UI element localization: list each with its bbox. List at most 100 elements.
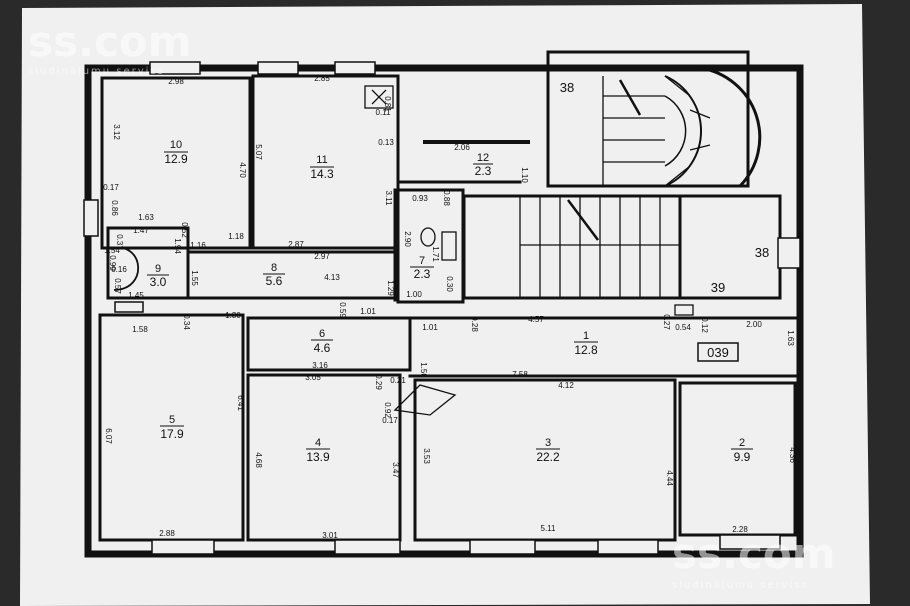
dimension-label: 4.13 <box>324 273 340 282</box>
dimension-label: 0.21 <box>390 376 406 385</box>
room-number: 10 <box>170 139 182 151</box>
room-number: 11 <box>316 154 327 166</box>
dimension-label: 4.36 <box>788 447 797 463</box>
room-area: 2.3 <box>475 164 492 178</box>
room-labels: 10 12.9 11 14.3 12 2.3 9 3.0 8 5.6 7 2.3 <box>147 139 753 464</box>
dimension-label: 6.41 <box>236 395 245 411</box>
dimension-label: 3.47 <box>391 462 400 478</box>
room-7-label: 7 2.3 <box>410 255 434 281</box>
dimension-label: 5.07 <box>254 144 263 160</box>
room-area: 4.6 <box>314 341 331 355</box>
dimension-label: 3.01 <box>322 531 338 540</box>
dimension-label: 3.16 <box>312 361 328 370</box>
room-area: 3.0 <box>150 275 167 289</box>
dimension-label: 7.58 <box>512 370 528 379</box>
dimension-label: 1.01 <box>422 323 438 332</box>
dimension-label: 2.85 <box>314 74 330 83</box>
walls <box>84 50 804 558</box>
dimension-label: 0.59 <box>338 302 347 318</box>
main-stairs <box>519 196 680 298</box>
dimension-label: 0.12 <box>700 317 709 333</box>
dimension-label: 1.50 <box>419 362 428 378</box>
dimension-label: 0.92 <box>383 402 392 418</box>
dimension-label: 2.00 <box>746 320 762 329</box>
dimension-label: 2.98 <box>168 77 184 86</box>
room-number: 8 <box>271 262 277 274</box>
dimension-label: 0.11 <box>376 108 392 117</box>
dimension-label: 3.11 <box>384 191 393 207</box>
watermark-tagline: sludinājumu serviss <box>672 580 809 591</box>
dimension-label: 0.17 <box>103 183 119 192</box>
dimension-label: 0.13 <box>378 138 394 147</box>
room-area: 17.9 <box>160 427 184 441</box>
dimension-label: 1.71 <box>431 246 440 262</box>
dimension-label: 1.45 <box>128 291 144 300</box>
dimension-label: 1.16 <box>190 241 206 250</box>
room-number: 2 <box>739 437 745 449</box>
room-1-label: 1 12.8 <box>574 330 598 357</box>
room-area: 12.8 <box>574 343 598 357</box>
room-area: 14.3 <box>310 167 334 181</box>
dimension-label: 1.01 <box>360 307 376 316</box>
dimension-label: 4.57 <box>528 315 544 324</box>
watermark-top: ss.com sludinājumu serviss <box>28 17 191 77</box>
room-area: 5.6 <box>266 274 283 288</box>
dimension-label: 2.87 <box>288 240 304 249</box>
watermark-bottom: ss.com sludinājumu serviss <box>672 529 835 591</box>
dimension-label: 0.88 <box>442 190 451 206</box>
dimension-label: 1.18 <box>228 232 244 241</box>
dimension-label: 0.93 <box>412 194 428 203</box>
room-number: 6 <box>319 328 325 340</box>
dimension-label: 1.29 <box>386 280 395 296</box>
watermark-brand: ss.com <box>672 529 835 578</box>
dimension-label: 4.68 <box>254 452 263 468</box>
room-number: 7 <box>419 255 425 267</box>
dimension-label: 0.30 <box>445 276 454 292</box>
room-11-label: 11 14.3 <box>310 154 334 181</box>
room-area: 12.9 <box>164 152 188 166</box>
dimension-label: 0.54 <box>675 323 691 332</box>
dimension-label: 0.29 <box>374 374 383 390</box>
dimension-label: 0.37 <box>115 234 124 250</box>
dimension-label: 0.57 <box>113 278 122 294</box>
room-number: 12 <box>477 152 489 164</box>
dimension-label: 3.05 <box>305 373 321 382</box>
dimension-label: 0.28 <box>470 316 479 332</box>
dimension-label: 0.27 <box>662 314 671 330</box>
dimension-label: 6.07 <box>104 428 113 444</box>
fixtures <box>111 85 694 416</box>
room-9-label: 9 3.0 <box>147 263 169 289</box>
room-12-label: 12 2.3 <box>473 152 493 178</box>
dimension-label: 1.10 <box>520 167 529 183</box>
room-2-label: 2 9.9 <box>731 437 753 464</box>
room-number: 9 <box>155 263 161 275</box>
room-6-label: 6 4.6 <box>311 328 333 355</box>
dimension-label: 0.34 <box>182 314 191 330</box>
upper-stairs <box>602 66 762 188</box>
dimension-label: 0.16 <box>111 265 127 274</box>
room-number: 5 <box>169 414 175 426</box>
dimension-label: 0.81 <box>383 96 392 112</box>
dimension-label: 1.63 <box>138 213 154 222</box>
dimension-label: 1.30 <box>225 311 241 320</box>
dimension-label: 1.58 <box>132 325 148 334</box>
room-5-label: 5 17.9 <box>160 414 184 441</box>
room-area: 22.2 <box>536 450 560 464</box>
dimension-label: 5.11 <box>541 524 557 533</box>
dimension-label: 4.44 <box>665 470 674 486</box>
dimension-label: 4.12 <box>558 381 574 390</box>
room-area: 2.3 <box>414 267 431 281</box>
dimension-label: 3.12 <box>112 124 121 140</box>
room-3-label: 3 22.2 <box>536 437 560 464</box>
stair-label-lower: 39 <box>711 280 725 295</box>
dimension-label: 0.86 <box>110 200 119 216</box>
dimension-label: 2.97 <box>314 252 330 261</box>
room-number: 4 <box>315 437 321 449</box>
dimension-label: 1.63 <box>786 330 795 346</box>
dimension-label: 1.00 <box>406 290 422 299</box>
room-10-label: 10 12.9 <box>164 139 188 166</box>
dimension-label: 1.54 <box>104 246 120 255</box>
watermark-brand: ss.com <box>28 17 191 66</box>
